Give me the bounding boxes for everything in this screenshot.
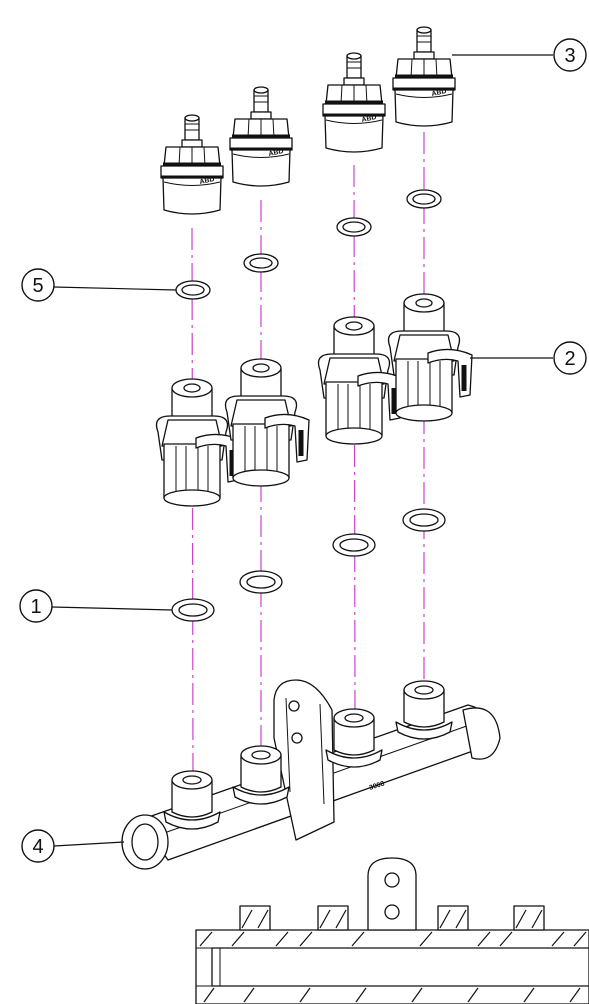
svg-text:2: 2 [564,348,575,370]
manifold-port-2 [232,745,290,805]
callout-2: 2 [553,341,587,375]
leader-lines [51,54,553,847]
callout-5: 5 [21,268,55,302]
callout-3: 3 [553,38,587,72]
manifold-body: 3008 [121,679,501,870]
manifold-section-view [195,857,589,1004]
o-ring-large-4 [402,508,446,532]
fitting-2 [228,85,294,188]
fitting-4 [391,25,457,128]
o-ring-small-4 [406,189,442,209]
ball-valve-1 [155,377,242,508]
ball-valve-4 [387,292,474,423]
o-ring-small-2 [243,253,279,273]
svg-text:1: 1 [30,596,41,618]
callout-1: 1 [19,589,53,623]
o-ring-large-2 [239,570,283,594]
manifold-port-1 [163,770,221,830]
o-ring-small-3 [336,217,372,237]
svg-text:4: 4 [32,836,43,858]
callout-4: 4 [21,829,55,863]
o-ring-large-3 [332,533,376,557]
o-ring-small-1 [175,280,211,300]
fitting-1 [159,113,225,216]
ball-valve-2 [224,357,311,488]
manifold-port-3 [325,708,383,768]
o-ring-large-1 [171,598,215,622]
fitting-3 [321,51,387,154]
manifold-marking: 3008 [368,780,385,792]
svg-text:3: 3 [564,45,575,67]
svg-text:5: 5 [32,275,43,297]
manifold-port-4 [395,680,453,740]
